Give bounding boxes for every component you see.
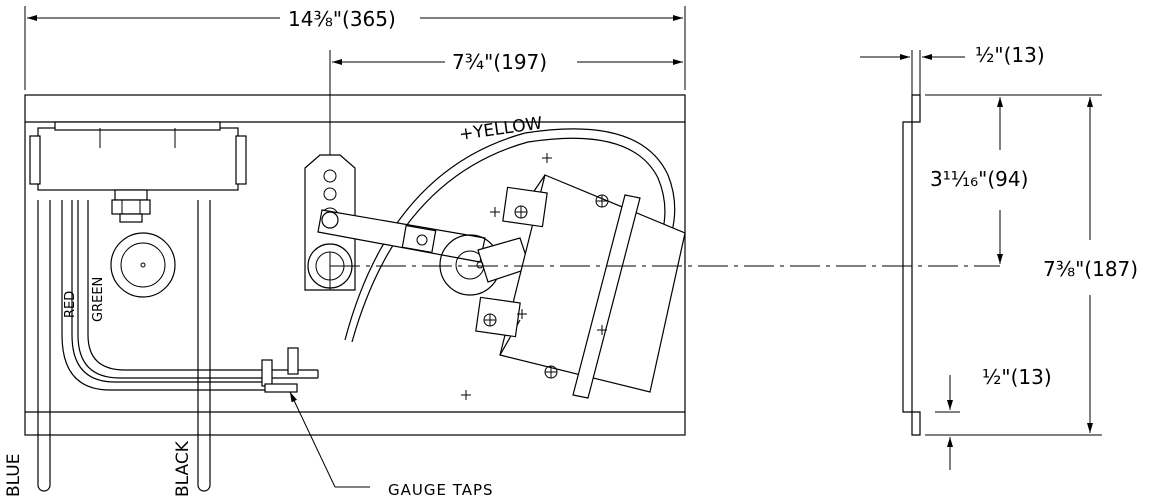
green-label: GREEN	[91, 277, 106, 322]
gauge-taps-leader	[289, 391, 370, 488]
base-plate	[24, 94, 686, 436]
dimension-overall-width	[24, 6, 686, 90]
side-top-gap-label: ½"(13)	[975, 43, 1045, 67]
dimension-offset	[329, 50, 683, 155]
linkage-arm	[317, 209, 486, 263]
manifold-block	[29, 121, 247, 223]
gauge-taps-label: GAUGE TAPS	[388, 481, 494, 499]
overall-width-label: 14⅜"(365)	[288, 7, 396, 31]
yellow-label: +YELLOW	[458, 113, 544, 145]
actuator	[439, 174, 686, 399]
red-label: RED	[63, 291, 78, 318]
side-center-label: 3¹¹⁄₁₆"(94)	[930, 167, 1028, 191]
side-view	[860, 50, 1102, 470]
plus-marks	[461, 153, 607, 400]
side-bottom-gap-label: ½"(13)	[982, 365, 1052, 389]
black-label: BLACK	[173, 440, 193, 497]
overall-height-label: 7⅜"(187)	[1043, 257, 1138, 281]
tubes	[37, 200, 319, 492]
round-port	[110, 232, 176, 298]
blue-label: BLUE	[4, 454, 24, 497]
front-view	[24, 94, 1000, 492]
offset-label: 7¾"(197)	[452, 50, 547, 74]
